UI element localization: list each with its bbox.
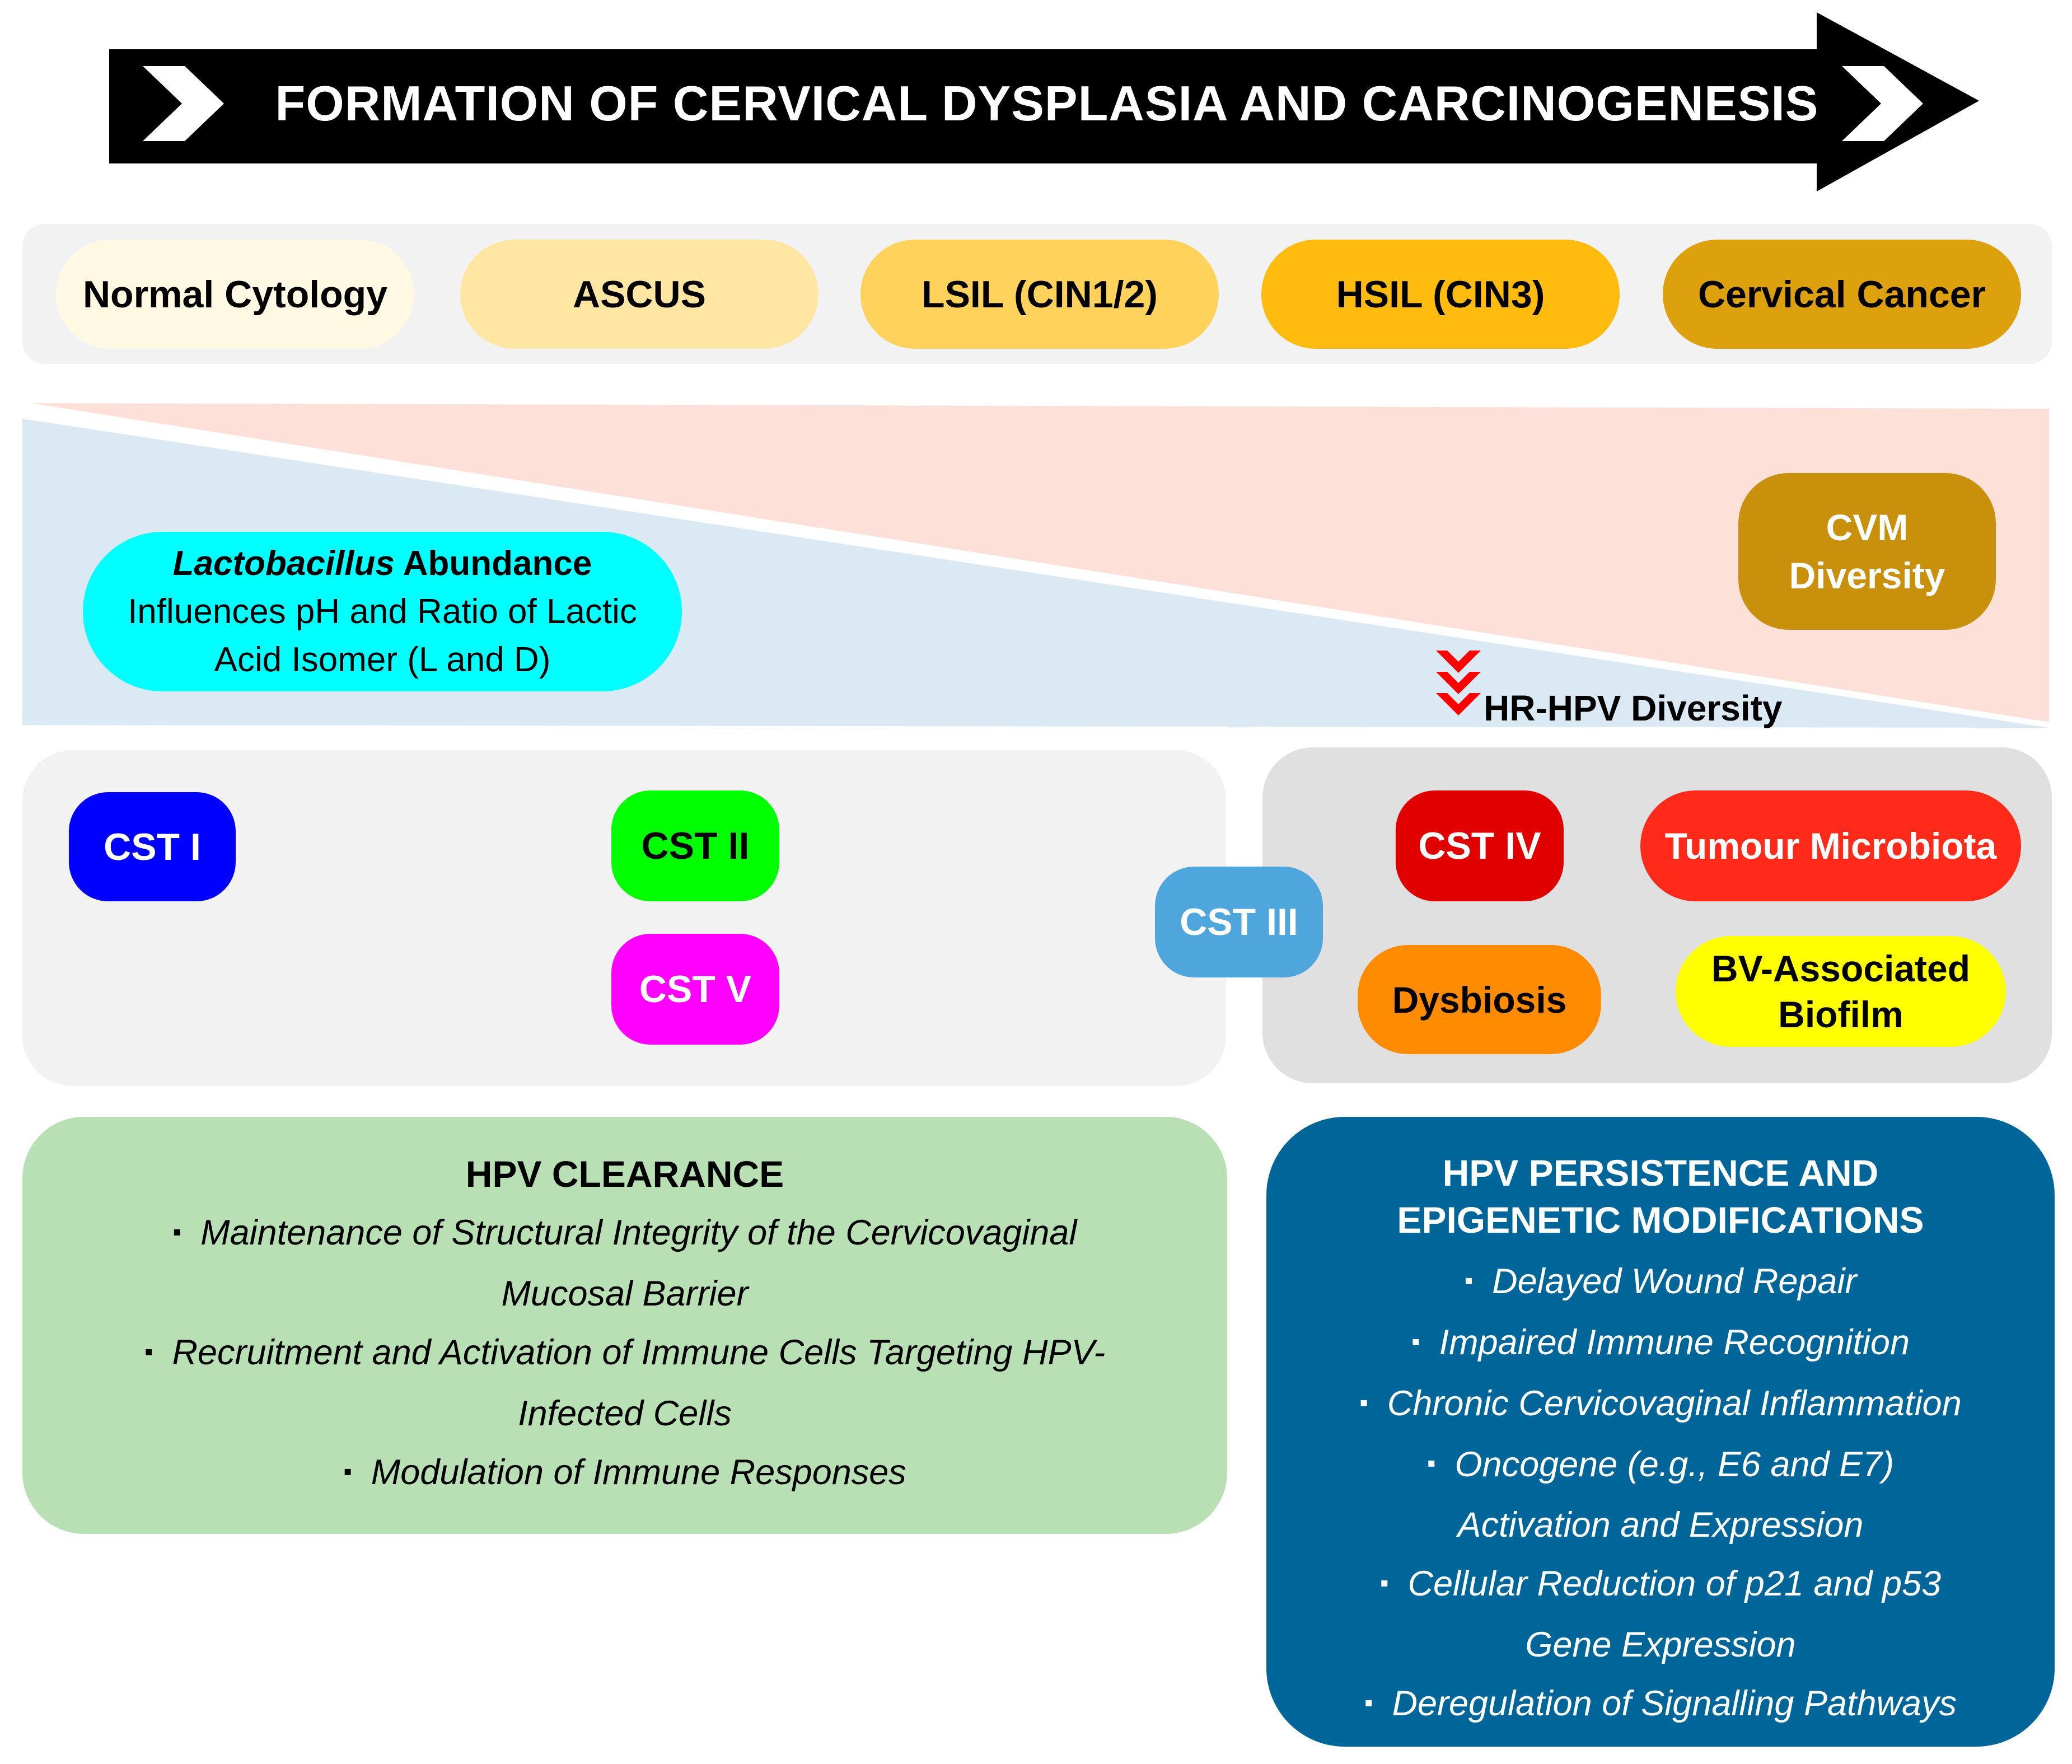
bullet-icon: ▪ — [172, 1218, 182, 1246]
hpv-clearance-list: ▪Maintenance of Structural Integrity of … — [22, 1204, 1227, 1504]
chevron-down-icon — [1436, 651, 1481, 715]
list-item: ▪Oncogene (e.g., E6 and E7) — [1266, 1435, 2055, 1496]
hpv-persistence-box: HPV PERSISTENCE AND EPIGENETIC MODIFICAT… — [1266, 1117, 2055, 1747]
stage-hsil: HSIL (CIN3) — [1261, 240, 1620, 349]
cvm-diversity-wedge — [31, 403, 2049, 722]
bv-line1: BV-Associated — [1711, 948, 1971, 989]
progression-arrow — [109, 12, 1979, 191]
bullet-icon: ▪ — [1379, 1569, 1389, 1597]
stage-lsil: LSIL (CIN1/2) — [860, 240, 1219, 349]
lactobacillus-abundance: Lactobacillus Abundance Influences pH an… — [83, 532, 682, 691]
hr-hpv-diversity-label: HR-HPV Diversity — [1484, 688, 1783, 728]
bv-associated-biofilm: BV-Associated Biofilm — [1676, 936, 2006, 1047]
list-item-continuation: Infected Cells — [518, 1393, 732, 1433]
list-item: ▪Maintenance of Structural Integrity of … — [22, 1204, 1227, 1265]
cst-i: CST I — [69, 792, 236, 901]
list-item: ▪Modulation of Immune Responses — [22, 1443, 1227, 1504]
bullet-icon: ▪ — [1411, 1327, 1420, 1355]
lactobacillus-line3: Acid Isomer (L and D) — [214, 640, 551, 679]
bullet-icon: ▪ — [1464, 1266, 1474, 1294]
stage-label: Cervical Cancer — [1697, 273, 1986, 316]
cvm-line2: Diversity — [1789, 555, 1945, 596]
list-item-continuation: Activation and Expression — [1457, 1505, 1864, 1545]
hpv-clearance-box: HPV CLEARANCE ▪Maintenance of Structural… — [22, 1117, 1227, 1534]
stage-normal-cytology: Normal Cytology — [56, 240, 414, 349]
bullet-icon: ▪ — [1359, 1388, 1368, 1416]
list-item-continuation: Gene Expression — [1525, 1625, 1796, 1665]
lactobacillus-genus: Lactobacillus — [172, 544, 395, 583]
dysbiosis: Dysbiosis — [1358, 945, 1601, 1054]
lactobacillus-title-rest: Abundance — [394, 544, 592, 583]
cst-iv: CST IV — [1396, 790, 1564, 901]
hpv-persistence-title-line2: EPIGENETIC MODIFICATIONS — [1397, 1199, 1924, 1241]
list-item: ▪Deregulation of Signalling Pathways — [1266, 1674, 2055, 1735]
list-item: ▪Delayed Wound Repair — [1266, 1252, 2055, 1313]
chevron-left-icon — [143, 66, 224, 141]
stage-label: Normal Cytology — [82, 273, 388, 316]
list-item: ▪Recruitment and Activation of Immune Ce… — [22, 1323, 1227, 1384]
tumour-microbiota: Tumour Microbiota — [1640, 790, 2021, 901]
cvm-line1: CVM — [1826, 507, 1909, 548]
list-item: ▪Cellular Reduction of p21 and p53 — [1266, 1555, 2055, 1616]
stage-ascus: ASCUS — [460, 240, 818, 349]
chevron-right-icon — [1842, 66, 1923, 141]
list-item: ▪Impaired Immune Recognition — [1266, 1313, 2055, 1374]
stage-label: ASCUS — [572, 273, 707, 316]
bullet-icon: ▪ — [343, 1457, 352, 1485]
cst-v: CST V — [611, 934, 779, 1045]
bullet-icon: ▪ — [1426, 1449, 1436, 1477]
bullet-icon: ▪ — [1364, 1689, 1373, 1717]
stage-cervical-cancer: Cervical Cancer — [1663, 240, 2021, 349]
bv-line2: Biofilm — [1778, 994, 1903, 1035]
cst-iii: CST III — [1155, 867, 1323, 977]
list-item: ▪Chronic Cervicovaginal Inflammation — [1266, 1374, 2055, 1435]
banner-title: FORMATION OF CERVICAL DYSPLASIA AND CARC… — [275, 76, 1819, 131]
stage-label: HSIL (CIN3) — [1336, 273, 1545, 316]
lactobacillus-line2: Influences pH and Ratio of Lactic — [128, 592, 637, 631]
hpv-persistence-list: ▪Delayed Wound Repair ▪Impaired Immune R… — [1266, 1252, 2055, 1735]
bullet-icon: ▪ — [144, 1337, 153, 1365]
hpv-clearance-title: HPV CLEARANCE — [465, 1153, 784, 1195]
hpv-persistence-title-line1: HPV PERSISTENCE AND — [1442, 1152, 1879, 1194]
stage-label: LSIL (CIN1/2) — [922, 273, 1158, 316]
list-item-continuation: Mucosal Barrier — [501, 1274, 749, 1313]
hpv-persistence-title: HPV PERSISTENCE AND EPIGENETIC MODIFICAT… — [1266, 1149, 2055, 1243]
cst-ii: CST II — [611, 790, 779, 901]
lactobacillus-title: Lactobacillus Abundance — [173, 540, 592, 588]
cvm-diversity: CVM Diversity — [1738, 473, 1996, 630]
